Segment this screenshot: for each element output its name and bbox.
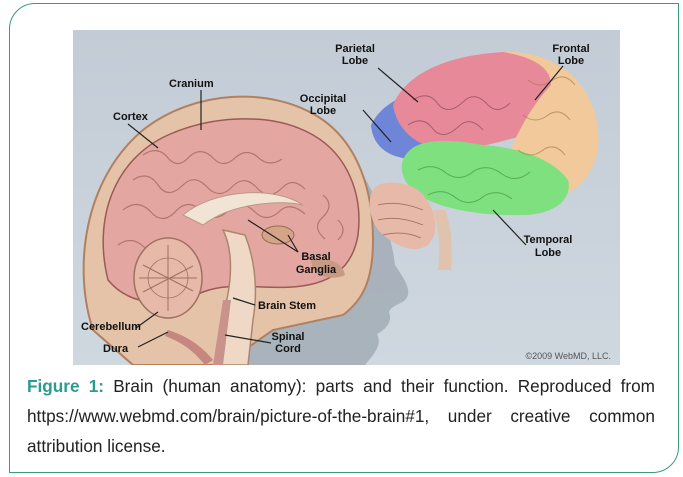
label-dura: Dura [103,343,129,355]
copyright-notice: ©2009 WebMD, LLC. [525,351,611,361]
brain-illustration: Cranium Cortex Parietal Lobe Occipital L… [73,30,620,365]
label-temporal-1: Temporal [524,234,573,246]
label-cortex: Cortex [113,111,149,123]
label-spinal-2: Cord [275,343,301,355]
label-basal-2: Ganglia [296,264,337,276]
brain-diagram: Cranium Cortex Parietal Lobe Occipital L… [73,30,620,365]
label-occipital-1: Occipital [300,93,346,105]
label-occipital-2: Lobe [310,105,336,117]
label-parietal-2: Lobe [342,55,368,67]
figure-label: Figure 1: [27,376,104,396]
label-parietal-1: Parietal [335,43,375,55]
label-cranium: Cranium [169,78,214,90]
label-basal-1: Basal [301,251,330,263]
caption-text: Brain (human anatomy): parts and their f… [27,376,655,456]
basal-ganglia-shape [262,226,294,244]
cerebellum-shape [134,238,202,318]
figure-caption: Figure 1: Brain (human anatomy): parts a… [27,371,655,461]
label-brain-stem: Brain Stem [258,300,316,312]
label-temporal-2: Lobe [535,247,561,259]
label-frontal-2: Lobe [558,55,584,67]
label-cerebellum: Cerebellum [81,321,141,333]
label-frontal-1: Frontal [552,43,589,55]
label-spinal-1: Spinal [271,331,304,343]
